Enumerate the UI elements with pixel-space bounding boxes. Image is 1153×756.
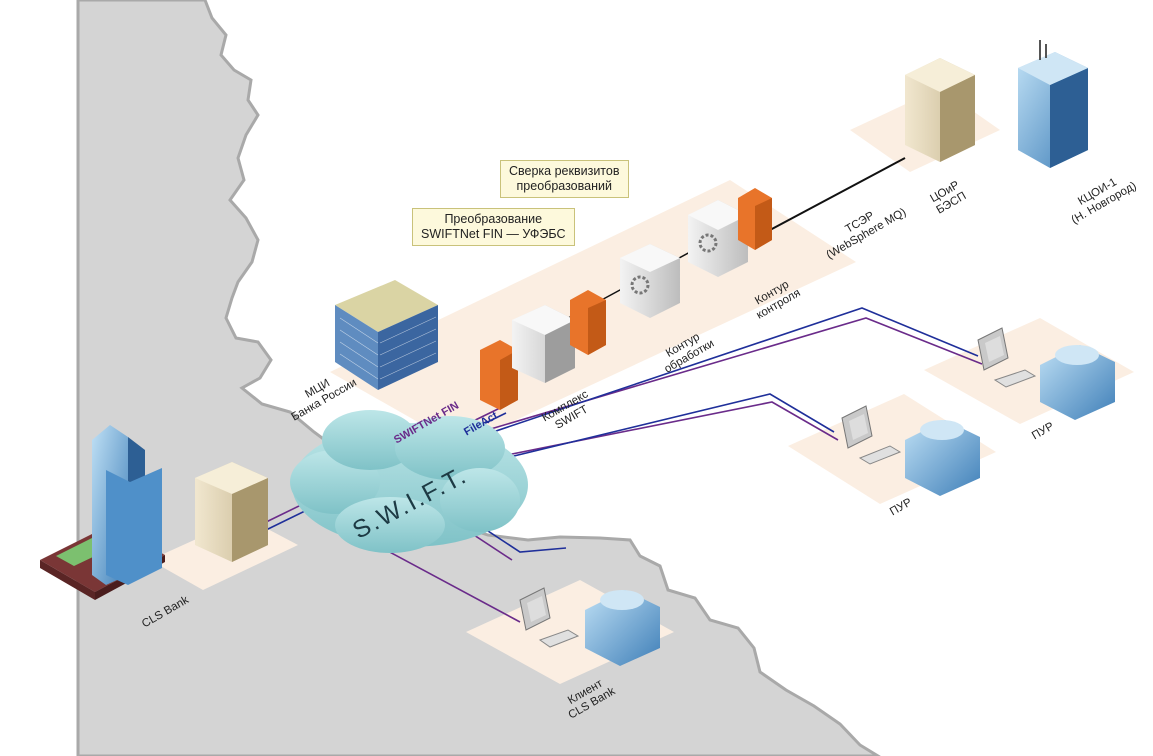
- swift-cloud: [290, 410, 528, 553]
- pur-1-computer-icon: [977, 327, 1037, 388]
- pur-2-building-icon: [905, 420, 980, 496]
- kcoi-building-icon: [1018, 40, 1088, 168]
- pur-2-computer-icon: [841, 405, 902, 465]
- line-fileact-pur1: [361, 307, 979, 477]
- callout-conversion: Преобразование SWIFTNet FIN — УФЭБС: [412, 208, 575, 246]
- line-fin-pur1: [351, 317, 983, 471]
- mci-building-icon: [335, 280, 438, 390]
- swift-complex-server-icon: [512, 305, 575, 383]
- control-server-icon: [688, 200, 748, 277]
- map-landmass: [76, 0, 881, 756]
- line-tsar: [769, 157, 906, 231]
- pur-1-building-icon: [1040, 345, 1115, 420]
- client-building-icon: [585, 590, 660, 666]
- firewall-icon-2: [570, 290, 606, 355]
- cls-bank-tower-icon: [40, 425, 165, 600]
- cls-bank-server-icon: [195, 462, 268, 562]
- callout-verification: Сверка реквизитов преобразований: [500, 160, 629, 198]
- client-computer-icon: [519, 587, 580, 648]
- coir-server-icon: [905, 58, 975, 162]
- zone-pur-1: [924, 318, 1134, 424]
- firewall-icon-3: [738, 188, 772, 250]
- processing-server-icon: [620, 244, 680, 318]
